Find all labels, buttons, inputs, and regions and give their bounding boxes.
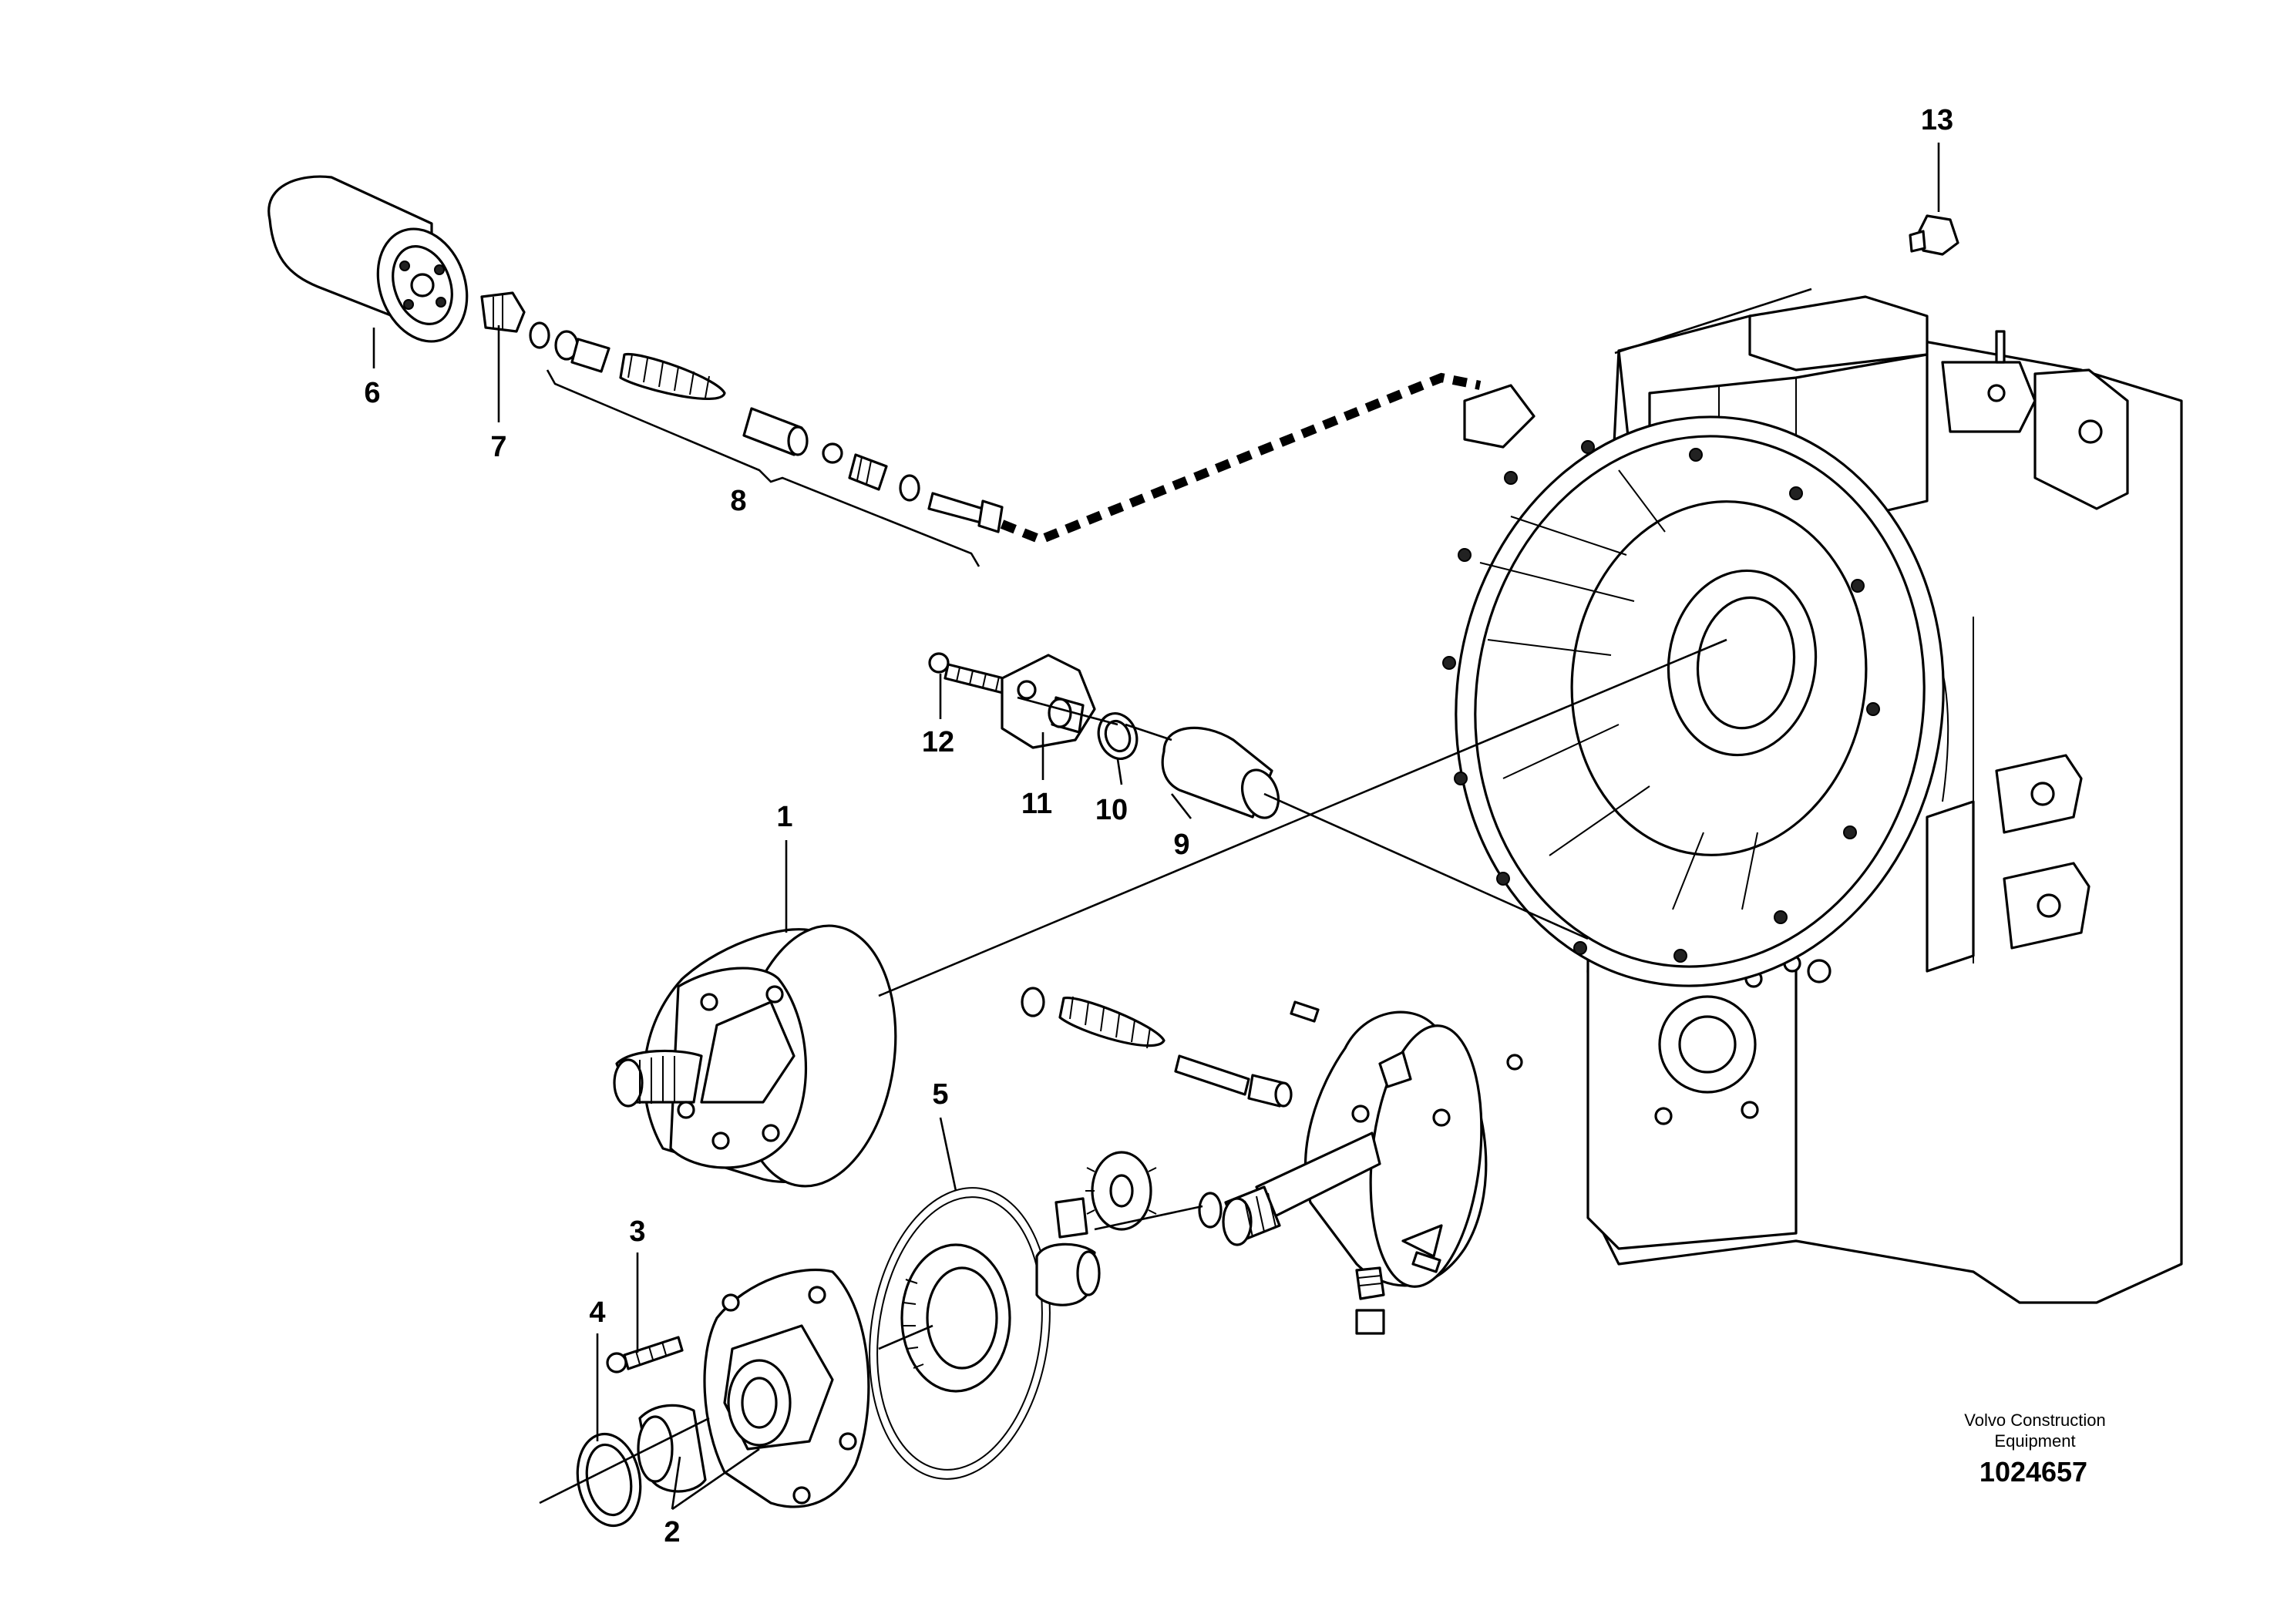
oil-filter (267, 175, 469, 343)
o-ring-5 (869, 1187, 1051, 1480)
needle-bearing (1035, 1197, 1101, 1306)
footer-branding: Volvo Construction Equipment 1024657 (1964, 1410, 2105, 1488)
brand-line-1: Volvo Construction (1964, 1410, 2105, 1430)
callout-13: 13 (1921, 104, 1953, 136)
o-ring-10 (1097, 712, 1139, 760)
sleeve-9 (1161, 726, 1280, 819)
routing-dashed-line (1000, 372, 1482, 545)
callout-1: 1 (776, 801, 792, 833)
small-pins (1290, 1000, 1523, 1335)
callout-3: 3 (629, 1215, 645, 1248)
snap-ring (1198, 1192, 1223, 1229)
callout-10: 10 (1095, 794, 1128, 826)
screw-3 (606, 1336, 684, 1374)
bearing-bushing-2 (637, 1404, 707, 1493)
brand-line-2: Equipment (1994, 1431, 2075, 1451)
callout-12: 12 (922, 726, 954, 758)
callout-2: 2 (664, 1516, 680, 1548)
callout-6: 6 (364, 377, 380, 409)
seal-ring-4 (576, 1432, 642, 1528)
cover-plate-11 (1001, 654, 1096, 749)
callout-4: 4 (589, 1296, 605, 1329)
pump-shaft-assembly (1222, 1010, 1488, 1288)
bolt-13 (1909, 214, 1959, 256)
callout-leaders (372, 143, 1940, 1511)
bolt-12 (928, 652, 1011, 695)
oil-pump-assembly (613, 924, 897, 1188)
pinion-gear (1085, 1151, 1157, 1231)
relief-valve-spring (1021, 987, 1293, 1108)
document-number: 1024657 (1980, 1456, 2087, 1488)
callout-9: 9 (1173, 829, 1189, 861)
callout-5: 5 (932, 1078, 948, 1111)
callout-labels: 1 2 3 4 5 6 7 8 9 10 11 12 13 (364, 104, 1953, 1548)
callout-11: 11 (1021, 788, 1052, 820)
valve-kit (529, 321, 1004, 567)
internal-gear (900, 1243, 1011, 1393)
transmission-housing (1442, 295, 2183, 1304)
callout-7: 7 (490, 431, 506, 463)
callout-8: 8 (730, 485, 746, 517)
pump-cover-2 (703, 1268, 870, 1508)
leader-lines (539, 287, 1812, 1505)
filter-adapter (480, 291, 526, 333)
